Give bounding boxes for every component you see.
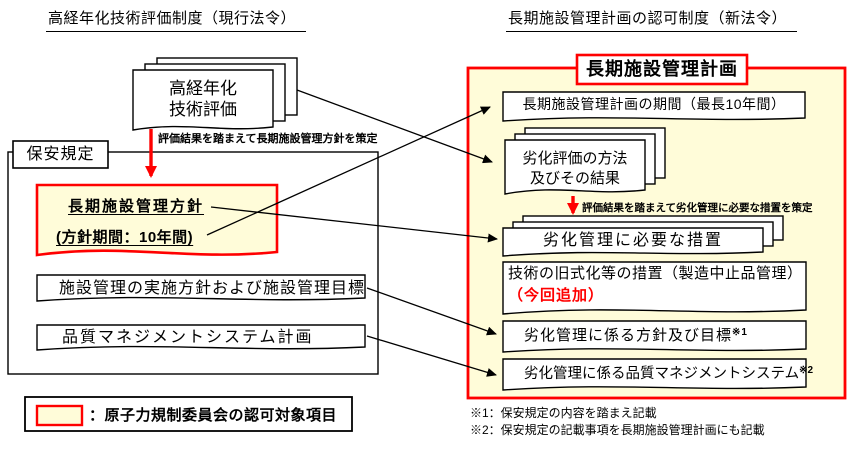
qms-plan-label: 品質マネジメントシステム計画 (62, 329, 314, 346)
facility-mgmt-label: 施設管理の実施方針および施設管理目標 (59, 280, 366, 297)
obsolescence-new-addition-label: （今回追加） (508, 287, 605, 304)
legend-swatch (35, 404, 84, 427)
obsolescence-box-label: 技術の旧式化等の措置（製造中止品管理） (508, 265, 803, 282)
period-box-label: 長期施設管理計画の期間（最長10年間） (522, 96, 786, 112)
degradation-qms-box-label: 劣化管理に係る品質マネジメントシステム※2 (524, 365, 814, 382)
right-section-title: 長期施設管理計画の認可制度（新法令） (506, 10, 798, 32)
connector-evaldoc-to-degradation-eval (296, 89, 493, 164)
policy-target-box-label: 劣化管理に係る方針及び目標※1 (524, 327, 748, 344)
connector-policy-to-measures (210, 206, 498, 243)
policy-doc-period: (方針期間：10年間) (56, 229, 194, 246)
aging-eval-doc-label: 高経年化 技術評価 (169, 79, 237, 119)
policy-target-doc-shape (502, 320, 807, 353)
connector-facility-to-policy-target (366, 287, 497, 336)
hoan-kitei-label: 保安規定 (26, 146, 95, 163)
left-red-arrow-label: 評価結果を踏まえて長期施設管理方針を策定 (158, 133, 378, 145)
measures-front-sheet (502, 227, 764, 257)
hoan-kitei-label-box (12, 140, 109, 169)
measures-box-label: 劣化管理に必要な措置 (542, 232, 723, 249)
left-section-title: 高経年化技術評価制度（現行法令） (46, 10, 307, 32)
policy-doc-shape (35, 183, 279, 257)
connector-qmsplan-to-degradation-qms (366, 335, 497, 377)
policy-doc-title: 長期施設管理方針 (68, 198, 205, 215)
right-red-arrow-label: 評価結果を踏まえて劣化管理に必要な措置を策定 (582, 202, 813, 214)
facility-mgmt-doc-shape (36, 274, 366, 302)
plan-header-label: 長期施設管理計画 (586, 59, 738, 79)
obsolescence-doc-shape (502, 261, 807, 315)
degradation-qms-doc-shape (502, 358, 807, 391)
connector-period-to-plan-period (206, 106, 491, 236)
qms-plan-doc-shape (36, 324, 366, 351)
legend-label: ：原子力規制委員会の認可対象項目 (89, 407, 338, 424)
period-doc-shape (502, 91, 806, 122)
aging-eval-doc-front-sheet (132, 69, 274, 131)
footnote-2: ※2：保安規定の記載事項を長期施設管理計画にも記載 (470, 423, 765, 437)
plan-header-box (575, 53, 749, 86)
footnote-1: ※1：保安規定の内容を踏まえ記載 (470, 406, 657, 420)
degradation-eval-front-sheet (504, 139, 646, 195)
degradation-eval-doc-label: 劣化評価の方法 及びその結果 (522, 150, 628, 187)
footnotes: ※1：保安規定の内容を踏まえ記載 ※2：保安規定の記載事項を長期施設管理計画にも… (470, 405, 765, 439)
footnote-ref-1: ※1 (732, 327, 748, 338)
footnote-ref-2: ※2 (799, 365, 814, 376)
